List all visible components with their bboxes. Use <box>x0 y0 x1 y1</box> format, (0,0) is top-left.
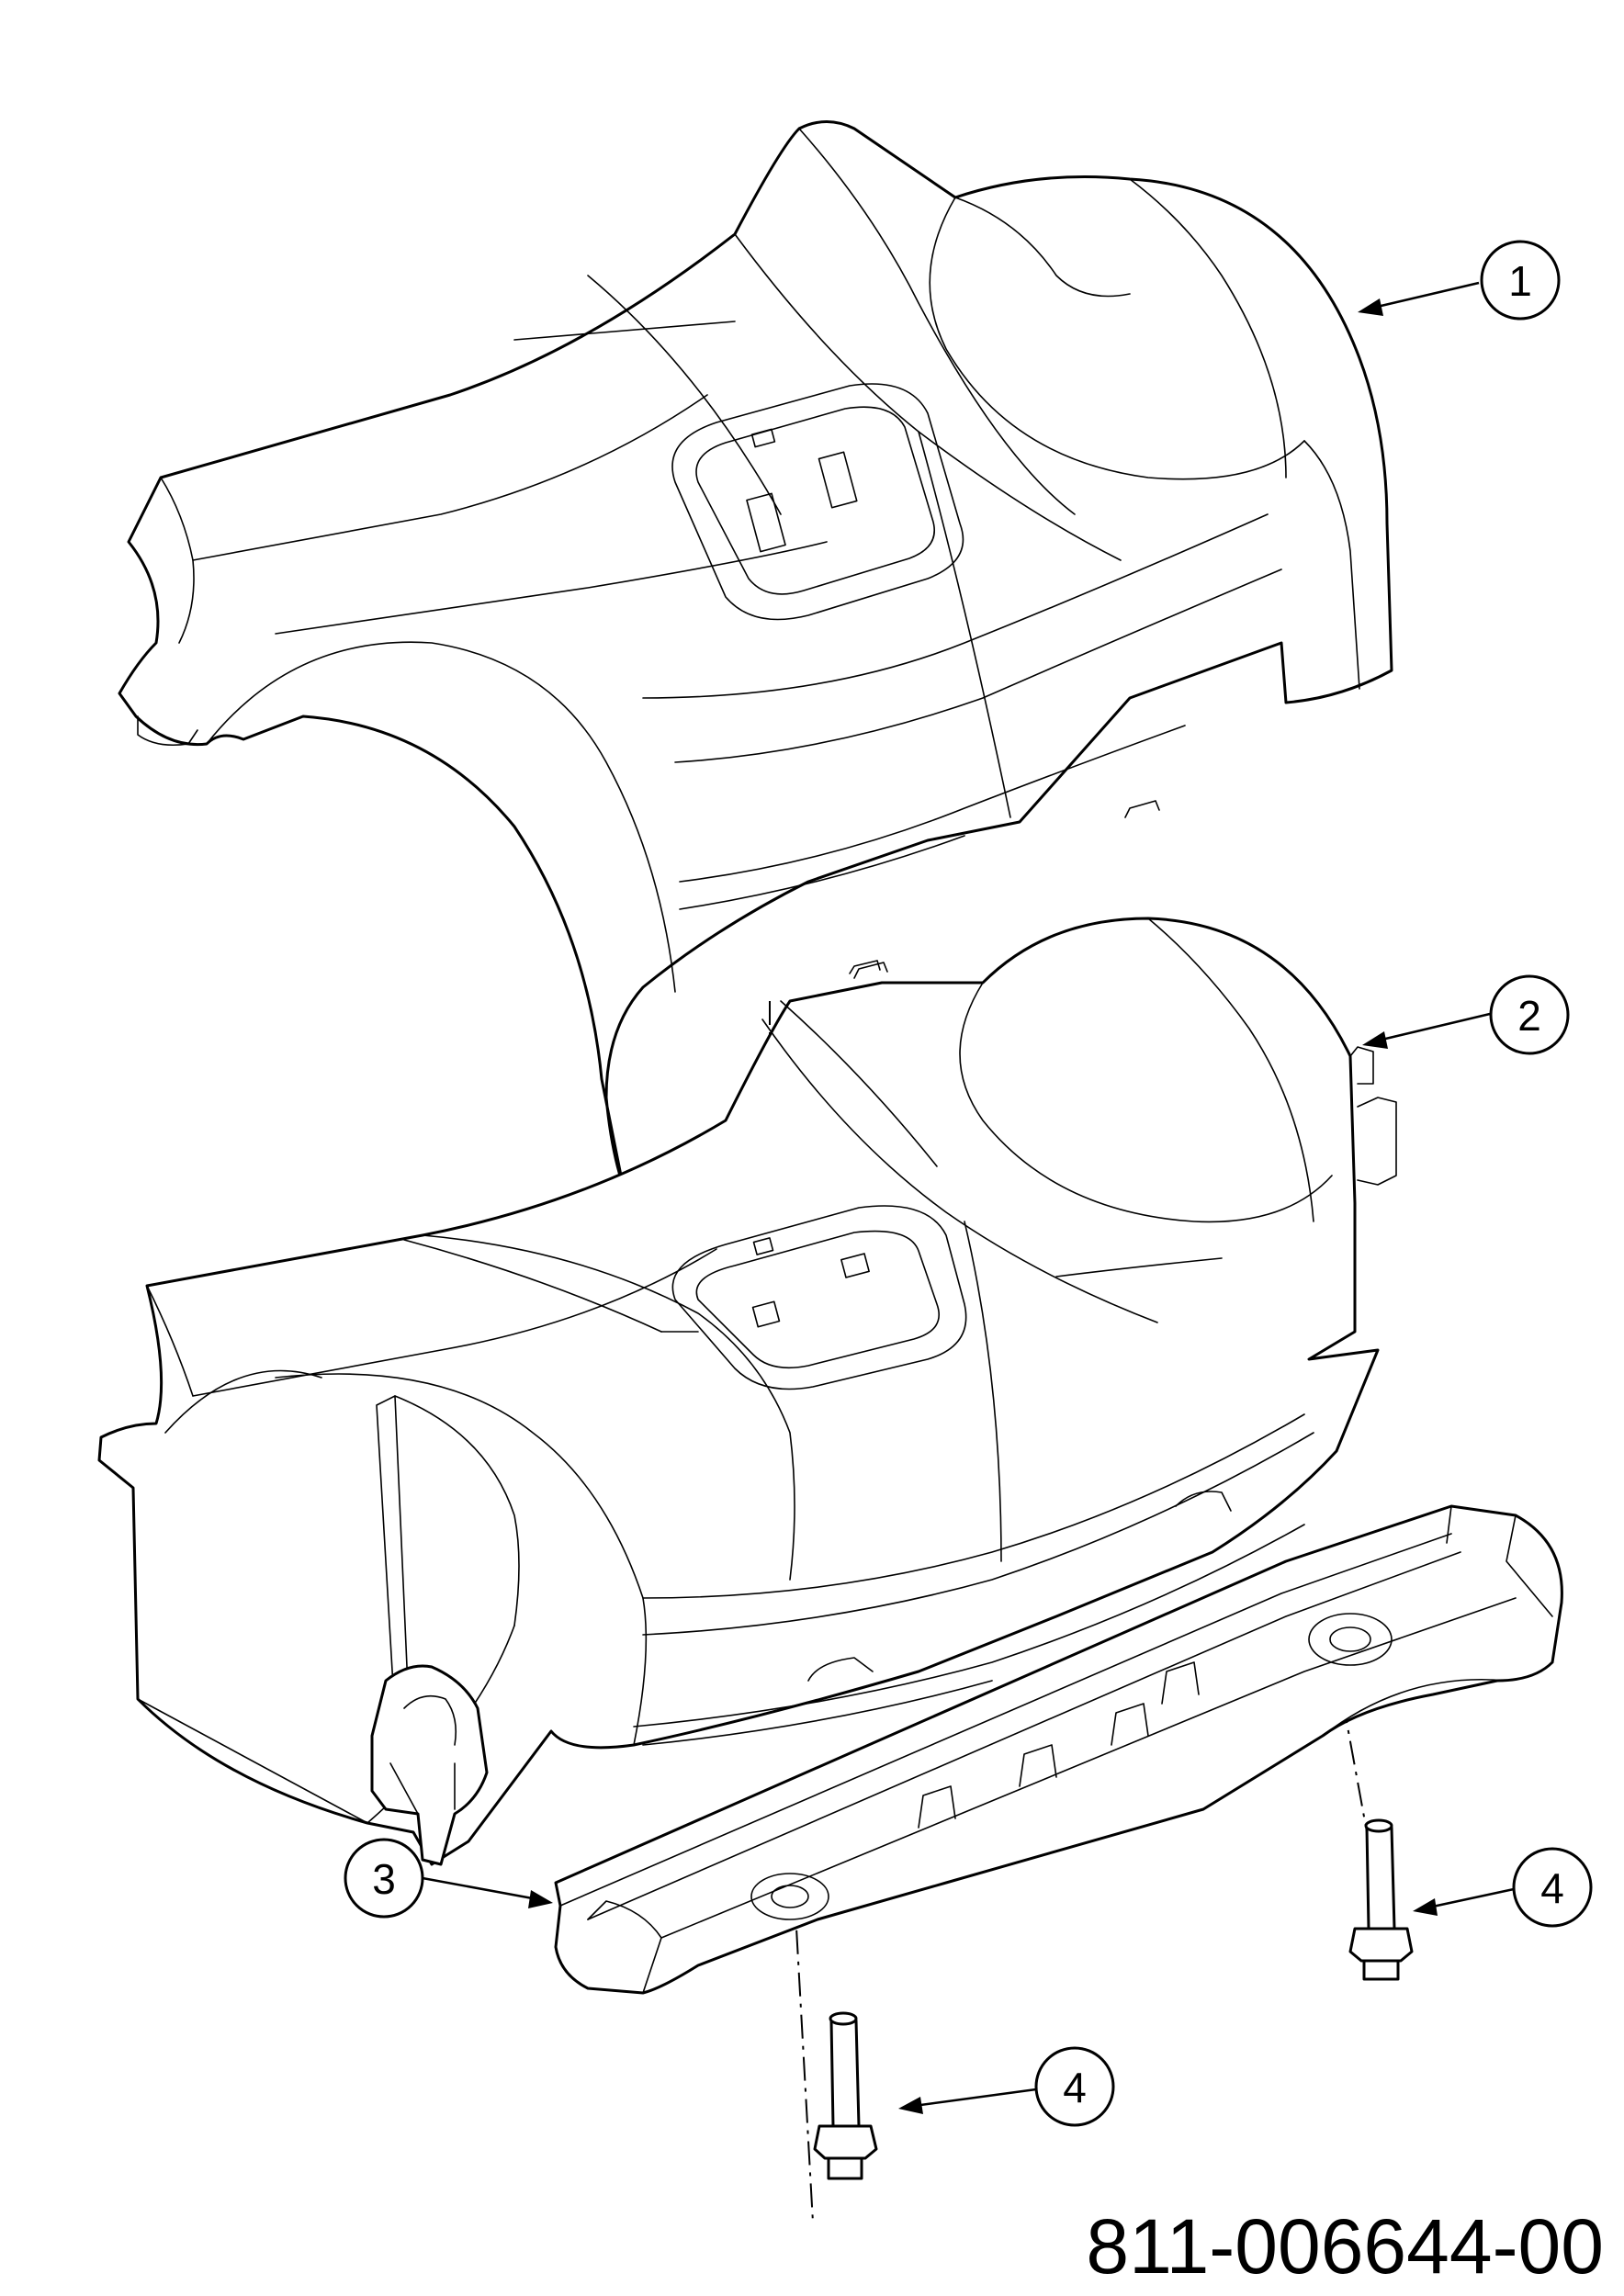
callout-3-number: 3 <box>372 1855 396 1903</box>
callout-3: 3 <box>344 1838 553 1919</box>
part-1-upper-cover <box>118 120 1393 1187</box>
part-4-bolt-right <box>1348 1818 1414 1981</box>
callout-4-right-number: 4 <box>1540 1864 1564 1912</box>
drawing-number: 811-006644-00 <box>1086 2203 1604 2290</box>
part-2-lower-housing <box>97 917 1397 1866</box>
callout-1: 1 <box>1358 240 1561 321</box>
callout-1-number: 1 <box>1508 257 1532 305</box>
callout-4-lower-number: 4 <box>1063 2064 1087 2111</box>
callout-2-number: 2 <box>1517 992 1541 1040</box>
part-3-skid-plate <box>554 1504 1563 1995</box>
callout-4-lower: 4 <box>898 2046 1115 2127</box>
callout-4-right: 4 <box>1413 1847 1593 1928</box>
part-4-bolt-lower <box>813 2011 878 2180</box>
callout-2: 2 <box>1362 974 1570 1055</box>
